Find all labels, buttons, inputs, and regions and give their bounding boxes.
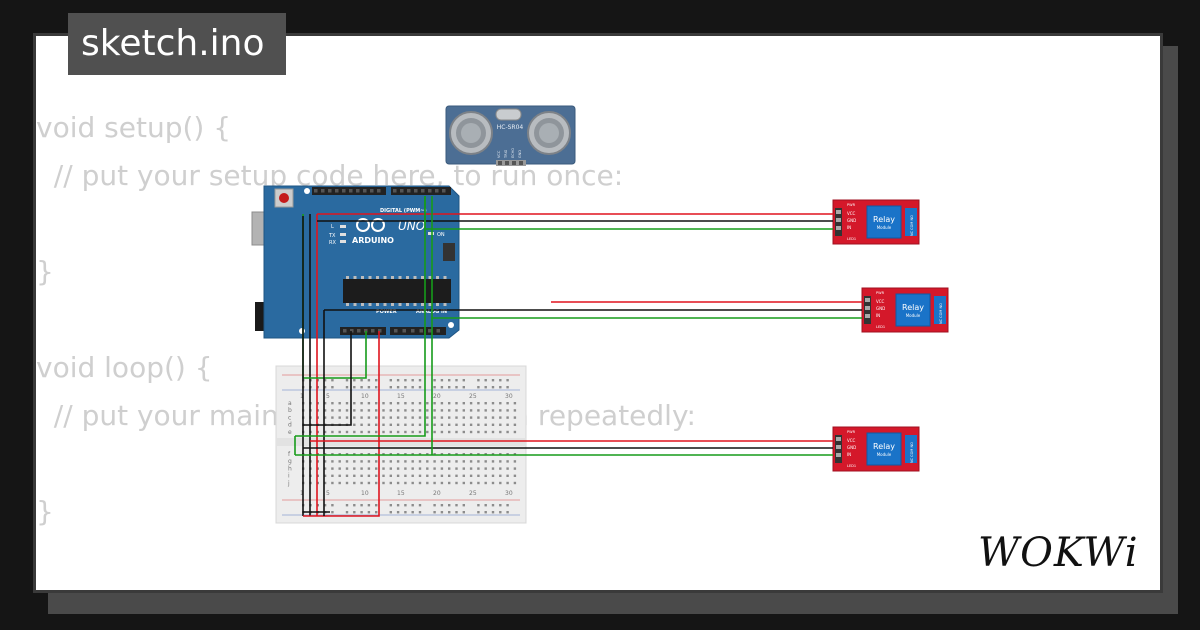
- relay-pin-label: IN: [847, 452, 851, 457]
- arduino-brand: ARDUINO: [352, 236, 394, 245]
- rx-label: RX: [329, 240, 336, 246]
- breadboard-row-letter: g: [288, 458, 292, 465]
- power-label: POWER: [376, 309, 397, 315]
- wires: [294, 196, 862, 517]
- sensor-pin-label: ECHO: [511, 148, 515, 158]
- tx-label: TX: [328, 233, 336, 239]
- breadboard-column-number: 5: [326, 490, 330, 497]
- wokwi-logo-text: WOKWi: [978, 530, 1139, 576]
- relay-pin-label: VCC: [847, 211, 856, 216]
- breadboard-column-number: 10: [361, 393, 369, 400]
- relay-title: Relay: [873, 442, 895, 451]
- relay-subtitle: Module: [906, 313, 921, 318]
- breadboard-column-number: 25: [469, 393, 477, 400]
- code-line: void setup() {: [36, 111, 232, 144]
- code-line: void loop() {: [36, 351, 213, 384]
- breadboard-column-number: 20: [433, 490, 441, 497]
- breadboard-column-number: 1: [300, 393, 304, 400]
- relay-pin-label: VCC: [847, 438, 856, 443]
- sensor-pin-label: TRIG: [504, 149, 508, 159]
- wire-green: [424, 196, 833, 230]
- breadboard-row-letter: b: [288, 407, 292, 414]
- relay-pin-label: VCC: [876, 299, 885, 304]
- wire-green: [295, 196, 426, 437]
- wire-red: [303, 331, 380, 517]
- breadboard-row-letter: d: [288, 422, 292, 429]
- file-name-tab[interactable]: sketch.ino: [68, 13, 286, 75]
- sensor-label: HC-SR04: [497, 124, 524, 131]
- arduino-model: UNO: [398, 219, 425, 233]
- ultrasonic-sensor[interactable]: HC-SR04 VCC TRIG ECHO GND: [445, 105, 576, 166]
- breadboard-column-number: 15: [397, 393, 405, 400]
- breadboard-column-number: 1: [300, 490, 304, 497]
- infinity-logo-icon: [356, 218, 385, 232]
- relay-led-label: LED1: [847, 237, 856, 241]
- breadboard-row-letter: a: [288, 400, 292, 407]
- breadboard-column-number: 30: [505, 393, 513, 400]
- wokwi-logo: WOKWi: [978, 530, 1139, 576]
- code-line: }: [36, 495, 54, 528]
- breadboard-column-number: 5: [326, 393, 330, 400]
- breadboard-column-number: 10: [361, 490, 369, 497]
- breadboard-row-letter: h: [288, 465, 292, 472]
- l-label: L: [331, 224, 334, 230]
- relay-led-label: LED1: [847, 464, 856, 468]
- sensor-pin-label: VCC: [497, 150, 501, 158]
- breadboard-row-letter: i: [288, 473, 290, 480]
- relay-terminal-label: NC COM NO: [939, 303, 943, 324]
- relay-terminal-label: NC COM NO: [910, 215, 914, 236]
- relay-pwr-label: PWR: [876, 291, 885, 295]
- digital-header-label: DIGITAL (PWM~): [380, 208, 427, 214]
- code-line: }: [36, 255, 54, 288]
- breadboard-row-letter: c: [288, 414, 291, 421]
- relay-pin-label: GND: [847, 218, 856, 223]
- relay-terminal-label: NC COM NO: [910, 442, 914, 463]
- relay-title: Relay: [873, 215, 895, 224]
- breadboard-row-letter: f: [288, 451, 291, 458]
- relay-pin-label: GND: [847, 445, 856, 450]
- sensor-pin-label: GND: [518, 150, 522, 158]
- breadboard-column-number: 20: [433, 393, 441, 400]
- breadboard-column-number: 25: [469, 490, 477, 497]
- relay-subtitle: Module: [877, 225, 892, 230]
- on-label: ON: [437, 232, 445, 238]
- arduino-uno[interactable]: DIGITAL (PWM~) ARDUINO UNO TX RX L ON PO…: [251, 185, 460, 339]
- relay-pwr-label: PWR: [847, 430, 856, 434]
- breadboard-column-number: 30: [505, 490, 513, 497]
- relay-subtitle: Module: [877, 452, 892, 457]
- relay-pwr-label: PWR: [847, 203, 856, 207]
- relay-pin-label: IN: [876, 313, 880, 318]
- relay-pin-label: IN: [847, 225, 851, 230]
- wire-black: [303, 331, 352, 426]
- breadboard-row-letter: e: [288, 429, 292, 436]
- relay-led-label: LED1: [876, 325, 885, 329]
- relay-pin-label: GND: [876, 306, 885, 311]
- breadboard-row-letter: j: [287, 480, 290, 487]
- preview-card: [33, 33, 1163, 593]
- breadboard-column-number: 15: [397, 490, 405, 497]
- relay-title: Relay: [902, 303, 924, 312]
